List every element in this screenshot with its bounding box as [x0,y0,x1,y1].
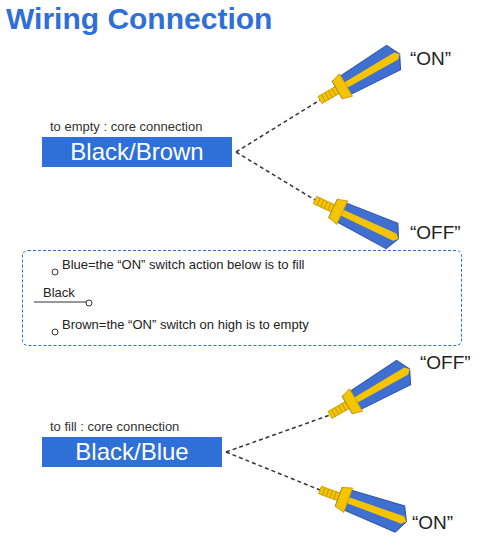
connection-label-box: to fill : core connectionBlack/Blue [42,417,222,467]
box-heading: to empty : core connection [42,117,232,137]
switch-state-label: “ON” [412,512,453,534]
dashed-cable [226,100,330,490]
float-switch [315,477,411,535]
wire-note: Brown=the “ON” switch on high is to empt… [62,317,309,333]
switch-state-label: “OFF” [420,352,471,374]
legend-note-box: Blue=the “ON” switch action below is to … [22,250,462,346]
core-colour-label: Black/Blue [42,437,222,467]
float-switch [313,42,407,112]
switch-state-label: “ON” [410,48,451,70]
box-heading: to fill : core connection [42,417,222,437]
float-switch [323,357,417,427]
wire-note: Black [43,285,75,301]
wire-note: Blue=the “ON” switch action below is to … [62,257,304,273]
core-colour-label: Black/Brown [42,137,232,167]
connection-label-box: to empty : core connectionBlack/Brown [42,117,232,167]
switch-state-label: “OFF” [410,222,461,244]
float-switch [309,187,404,251]
diagram-title: Wiring Connection [6,2,272,36]
